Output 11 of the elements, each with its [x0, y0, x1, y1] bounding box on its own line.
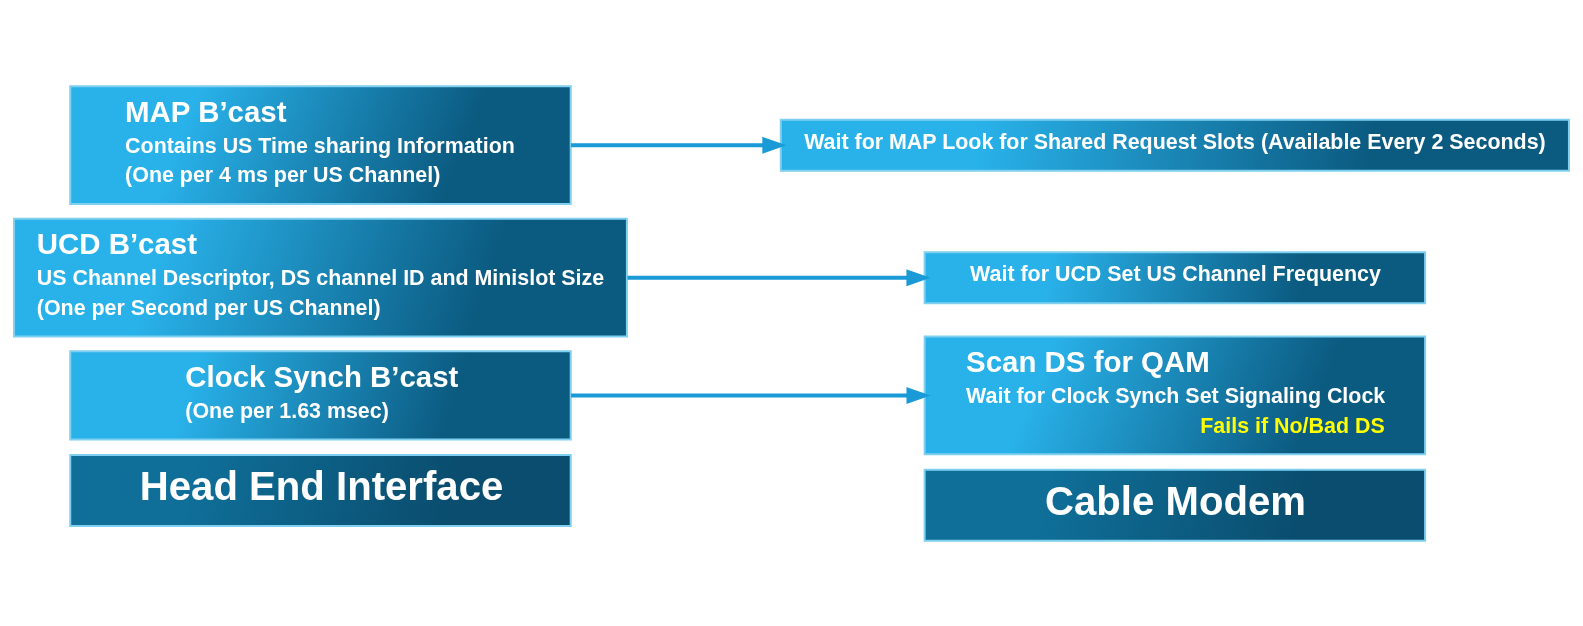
arrow — [571, 386, 931, 404]
node-box: Scan DS for QAM Wait for Clock Synch Set Signaling Clock Fails if No/Bad DS — [923, 335, 1427, 455]
node-box: Cable Modem — [923, 468, 1427, 542]
node-box: Head End Interface — [69, 453, 572, 527]
arrow — [627, 268, 931, 286]
node-box: Wait for UCD Set US Channel Frequency — [923, 250, 1427, 304]
node-box: MAP B’cast Contains US Time sharing Information (One per 4 ms per US Channel) — [69, 84, 572, 205]
node-box: UCD B’cast US Channel Descriptor, DS channel ID and Minislot Size (One per Second per US Channel) — [13, 217, 628, 338]
node-box: Clock Synch B’cast (One per 1.63 msec) — [69, 349, 572, 441]
node-box: Wait for MAP Look for Shared Request Slots (Available Every 2 Seconds) — [779, 118, 1570, 172]
arrow — [571, 136, 787, 154]
